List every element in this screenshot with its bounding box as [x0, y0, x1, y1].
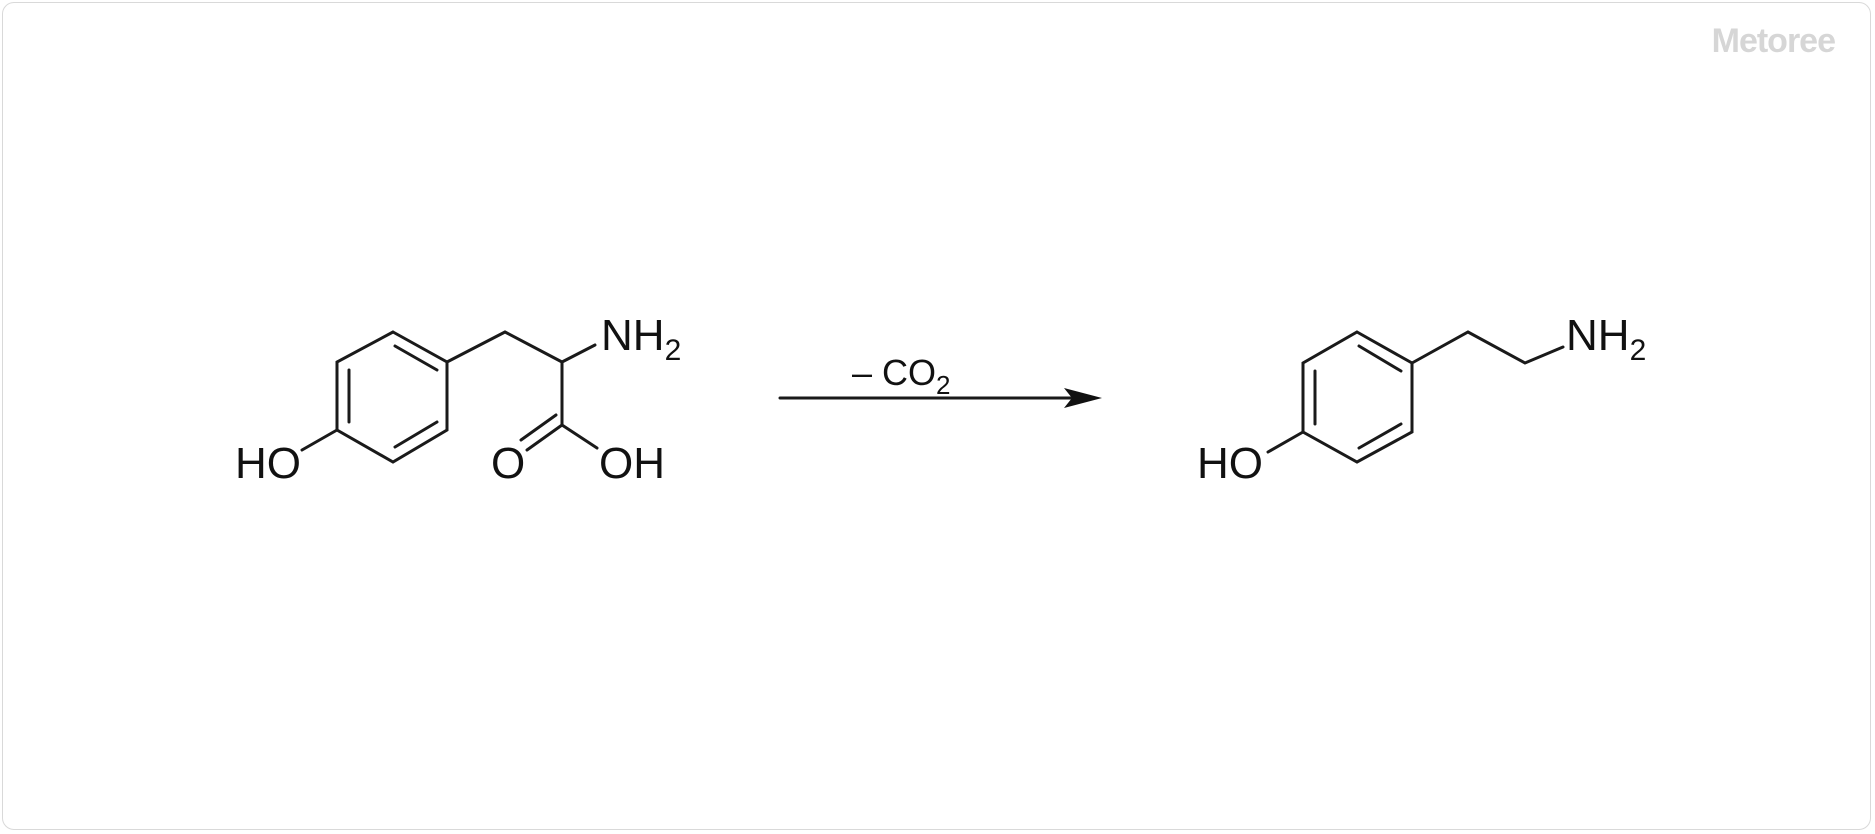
arrowhead — [1064, 388, 1102, 408]
reactant-tyrosine: HO NH2 O OH — [235, 311, 681, 488]
ring-double-bond — [393, 420, 439, 449]
benzene-ring — [335, 330, 449, 464]
nh2-label: NH2 — [1566, 311, 1646, 367]
ho-label: HO — [1197, 439, 1263, 488]
ho-bond — [300, 428, 339, 452]
metoree-watermark: Metoree — [1711, 22, 1836, 60]
oh-label: OH — [599, 439, 665, 488]
ho-label: HO — [235, 439, 301, 488]
ethylamine-chain — [1410, 330, 1565, 365]
carbonyl-double-bond — [519, 413, 558, 442]
hydroxyl-bond — [560, 423, 599, 450]
reagent-label: – CO2 — [852, 352, 951, 400]
product-tyramine: HO NH2 — [1197, 311, 1646, 488]
ring-double-bond — [393, 344, 439, 372]
o-label: O — [491, 439, 525, 488]
side-chain — [445, 330, 597, 364]
ring-double-bond — [1357, 344, 1403, 373]
ring-double-bond — [1357, 422, 1403, 450]
carbonyl-bond — [525, 423, 564, 452]
benzene-ring — [1301, 330, 1414, 464]
nh2-label: NH2 — [601, 311, 681, 367]
ho-bond — [1266, 430, 1305, 454]
reaction-arrow: – CO2 — [778, 352, 1102, 408]
